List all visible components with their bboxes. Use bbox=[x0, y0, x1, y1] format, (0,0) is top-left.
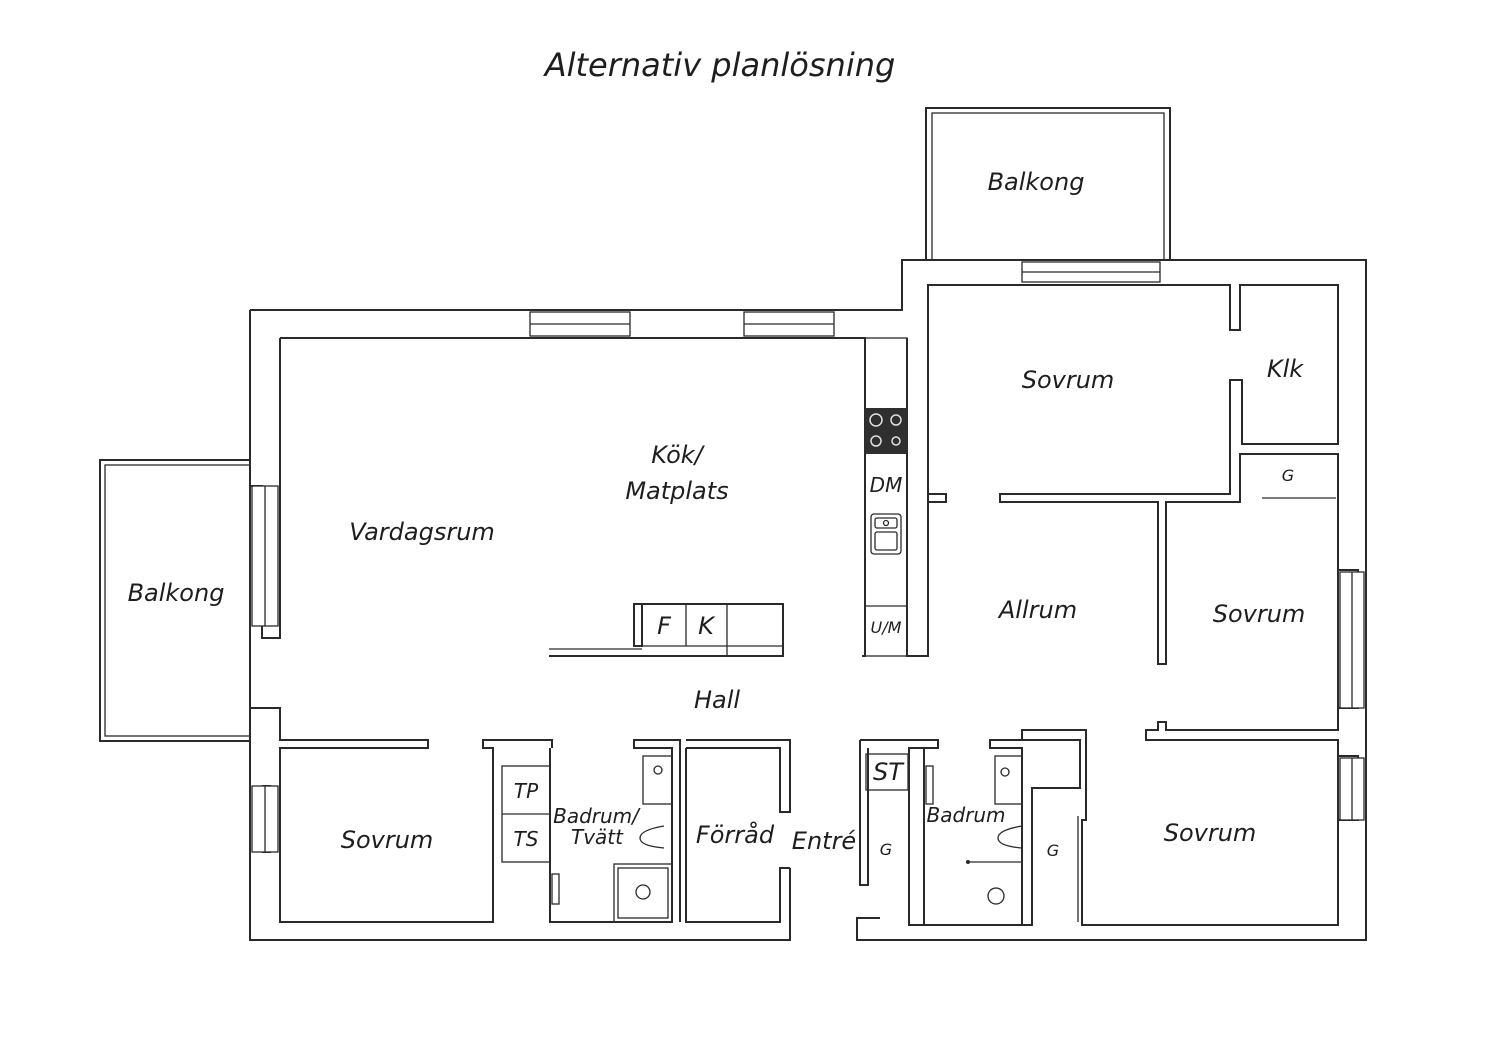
room-label-bathroom: Badrum bbox=[926, 803, 1005, 827]
room-label-bath-laundry-2: Tvätt bbox=[571, 825, 624, 849]
room-label-bedroom-bottom-right: Sovrum bbox=[1164, 819, 1257, 847]
windows bbox=[251, 261, 1365, 853]
fixture-label-st: ST bbox=[873, 758, 905, 786]
fixture-label-wardrobe-bath: G bbox=[1047, 841, 1059, 860]
room-label-closet: Klk bbox=[1267, 355, 1304, 383]
fixture-label-dryer: TS bbox=[514, 827, 539, 851]
room-label-kitchen-1: Kök/ bbox=[651, 441, 705, 469]
room-label-storage: Förråd bbox=[696, 820, 775, 849]
fixture-label-oven-microwave: U/M bbox=[871, 618, 902, 637]
fixture-label-wardrobe-closet: G bbox=[1282, 466, 1294, 485]
bathroom-tvatt-fixtures bbox=[501, 755, 673, 923]
bathroom-fixtures bbox=[865, 753, 1023, 905]
interior-walls bbox=[262, 569, 1359, 926]
room-label-balcony-top: Balkong bbox=[988, 168, 1085, 196]
room-label-bath-laundry-1: Badrum/ bbox=[553, 804, 641, 828]
room-label-bedroom-right: Sovrum bbox=[1213, 600, 1306, 628]
room-label-hall: Hall bbox=[694, 686, 740, 714]
fixture-label-freezer: F bbox=[657, 612, 672, 640]
fixture-label-wardrobe-entrance: G bbox=[880, 840, 892, 859]
wardrobe-doors bbox=[1077, 497, 1336, 922]
sink-icon bbox=[870, 513, 902, 555]
room-label-kitchen-2: Matplats bbox=[625, 477, 728, 505]
fixture-label-fridge: K bbox=[698, 612, 716, 640]
kitchen-counter bbox=[864, 337, 908, 657]
kitchen-island bbox=[549, 603, 784, 657]
room-label-bedroom-bottom-left: Sovrum bbox=[341, 826, 434, 854]
room-label-bedroom-top: Sovrum bbox=[1022, 366, 1115, 394]
room-label-family-room: Allrum bbox=[997, 596, 1077, 624]
stove-icon bbox=[865, 408, 907, 454]
fixture-label-washer: TP bbox=[514, 779, 539, 803]
room-label-living-room: Vardagsrum bbox=[349, 518, 495, 546]
room-label-entrance: Entré bbox=[792, 827, 856, 855]
room-label-balcony-left: Balkong bbox=[128, 579, 225, 607]
fixture-label-dishwasher: DM bbox=[870, 473, 903, 497]
plan-title: Alternativ planlösning bbox=[543, 46, 896, 84]
